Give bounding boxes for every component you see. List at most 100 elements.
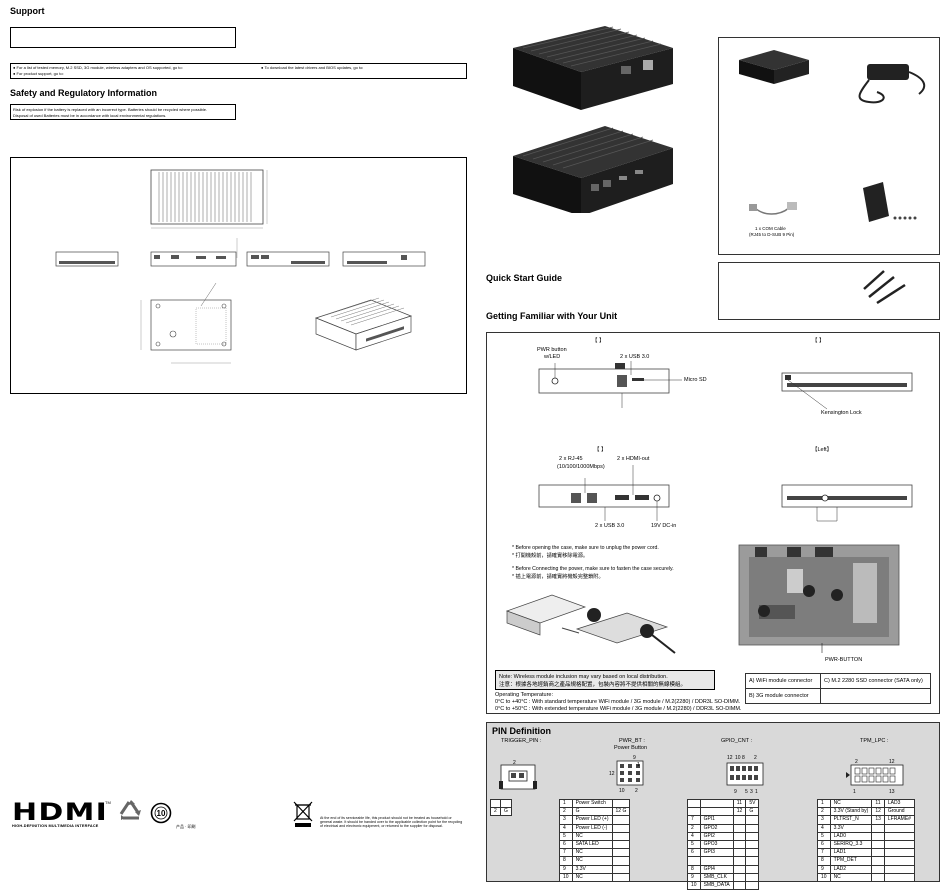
rj45-speed-label: (10/100/1000Mbps) bbox=[557, 464, 605, 470]
gpio-cell: 2 bbox=[687, 823, 701, 833]
pwr-cell: 7 bbox=[559, 848, 573, 858]
memory-note: ● For a list of tested memory, M.2 SSD, … bbox=[13, 65, 183, 70]
temperature-line2: 0°C to +50°C : With extended temperature… bbox=[495, 706, 742, 712]
tpm-cell: LAD3 bbox=[883, 798, 915, 809]
pwr-cell bbox=[611, 864, 631, 874]
hdmi-tagline: HIGH-DEFINITION MULTIMEDIA INTERFACE bbox=[12, 824, 99, 828]
board-marker-1 bbox=[803, 585, 815, 597]
usb30-bottom-label: 2 x USB 3.0 bbox=[595, 523, 625, 529]
gpio-cell bbox=[732, 872, 747, 882]
tpm-cell: 3.3V (Stand by) bbox=[829, 807, 873, 817]
gpio-cell bbox=[699, 856, 734, 866]
product-support-note: ● For product support, go to: bbox=[13, 71, 64, 76]
gpio-cell bbox=[745, 856, 760, 866]
tpm-cell: 12 bbox=[871, 807, 885, 817]
tpm-cell: LAD2 bbox=[829, 864, 873, 874]
rj45-label: 2 x RJ-45 bbox=[559, 456, 583, 462]
dimension-drawing-frame bbox=[10, 157, 467, 394]
pwr-bt-label: PWR_BT : bbox=[619, 738, 645, 744]
case-opening-illustration bbox=[505, 594, 676, 654]
pwr-pin-9: 9 bbox=[633, 755, 636, 761]
tpm-cell: NC bbox=[829, 798, 873, 809]
com-cable-spec: (RJ45 to D-SUB 9 Pin) bbox=[749, 232, 795, 237]
pwr-cell: 3 bbox=[559, 815, 573, 825]
board-marker-2 bbox=[758, 605, 770, 617]
gpio-label: GPIO_CNT : bbox=[721, 738, 753, 744]
gpio-cell bbox=[745, 848, 760, 858]
left-view-header: 【Left】 bbox=[812, 447, 833, 453]
pwr-cell: G bbox=[571, 807, 613, 817]
tpm-cell bbox=[871, 848, 885, 858]
gpio-row bbox=[687, 856, 760, 866]
pwr-cell: 12 G bbox=[611, 807, 631, 817]
tpm-cell: 11 bbox=[871, 798, 885, 809]
gpio-cell bbox=[745, 839, 760, 850]
pwr-bt-sublabel: Power Button bbox=[614, 745, 648, 751]
gpio-cell bbox=[732, 839, 747, 850]
pwr-pin-12: 12 bbox=[609, 771, 615, 777]
tpm-cell: 8 bbox=[817, 856, 831, 866]
hdmi-out-label: 2 x HDMI-out bbox=[617, 456, 650, 462]
gpio-cell bbox=[745, 872, 760, 882]
gpio-pin-10: 10 bbox=[735, 755, 741, 761]
tpm-cell bbox=[871, 823, 885, 833]
warning-unplug: * Before opening the case, make sure to … bbox=[512, 545, 659, 551]
unit-photo-icon bbox=[739, 50, 809, 84]
tpm-cell: 9 bbox=[817, 864, 831, 874]
product-photo-front bbox=[513, 26, 673, 110]
tpm-cell: 6 bbox=[817, 839, 831, 850]
weee-bin-icon bbox=[293, 801, 313, 827]
tpm-cell bbox=[871, 864, 885, 874]
tpm-cell: 1 bbox=[817, 798, 831, 809]
tpm-cell: Ground bbox=[883, 807, 915, 817]
gpio-cell bbox=[732, 823, 747, 833]
tpm-cell: 4 bbox=[817, 823, 831, 833]
rohs-number: 10 bbox=[157, 809, 166, 818]
top-view-drawing bbox=[150, 169, 268, 229]
safety-box: Risk of explosion if the battery is repl… bbox=[10, 104, 236, 120]
board-marker-3 bbox=[831, 589, 843, 601]
gpio-cell: GPI2 bbox=[699, 831, 734, 841]
wireless-note-line1: Note: Wireless module inclusion may vary… bbox=[499, 674, 668, 680]
pwr-cell: Power LED (+) bbox=[571, 815, 613, 825]
pwr-cell: NC bbox=[571, 831, 613, 841]
connector-b: B) 3G module connector bbox=[745, 688, 821, 704]
safety-line2: Disposal of used Batteries must be in ac… bbox=[13, 113, 167, 118]
support-notes-box: ● For a list of tested memory, M.2 SSD, … bbox=[10, 63, 467, 79]
tpm-pin-2: 2 bbox=[855, 759, 858, 765]
gpio-cell bbox=[732, 856, 747, 866]
weee-text-line3: of electrical and electronic equipment, … bbox=[320, 824, 443, 829]
front-unit-drawing bbox=[538, 361, 682, 408]
isometric-view-drawing bbox=[314, 297, 413, 351]
gpio-cell: 12 bbox=[732, 807, 747, 817]
gpio-cell bbox=[687, 856, 701, 866]
gpio-cell: GPI3 bbox=[699, 848, 734, 858]
gpio-pin-3: 3 bbox=[750, 789, 753, 795]
pwr-cell: Power Switch bbox=[571, 798, 613, 809]
gpio-cell bbox=[687, 807, 701, 817]
pwr-cell: 10 bbox=[559, 872, 573, 882]
com-cable-icon bbox=[749, 202, 797, 215]
gpio-cell: 5V bbox=[745, 798, 760, 809]
gpio-pin-12: 12 bbox=[727, 755, 733, 761]
pwr-cell: NC bbox=[571, 848, 613, 858]
tpm-cell bbox=[883, 856, 915, 866]
pwr-cell: SATA LED bbox=[571, 839, 613, 850]
dc-in-label: 19V DC-in bbox=[651, 523, 677, 529]
pwr-cell bbox=[611, 856, 631, 866]
